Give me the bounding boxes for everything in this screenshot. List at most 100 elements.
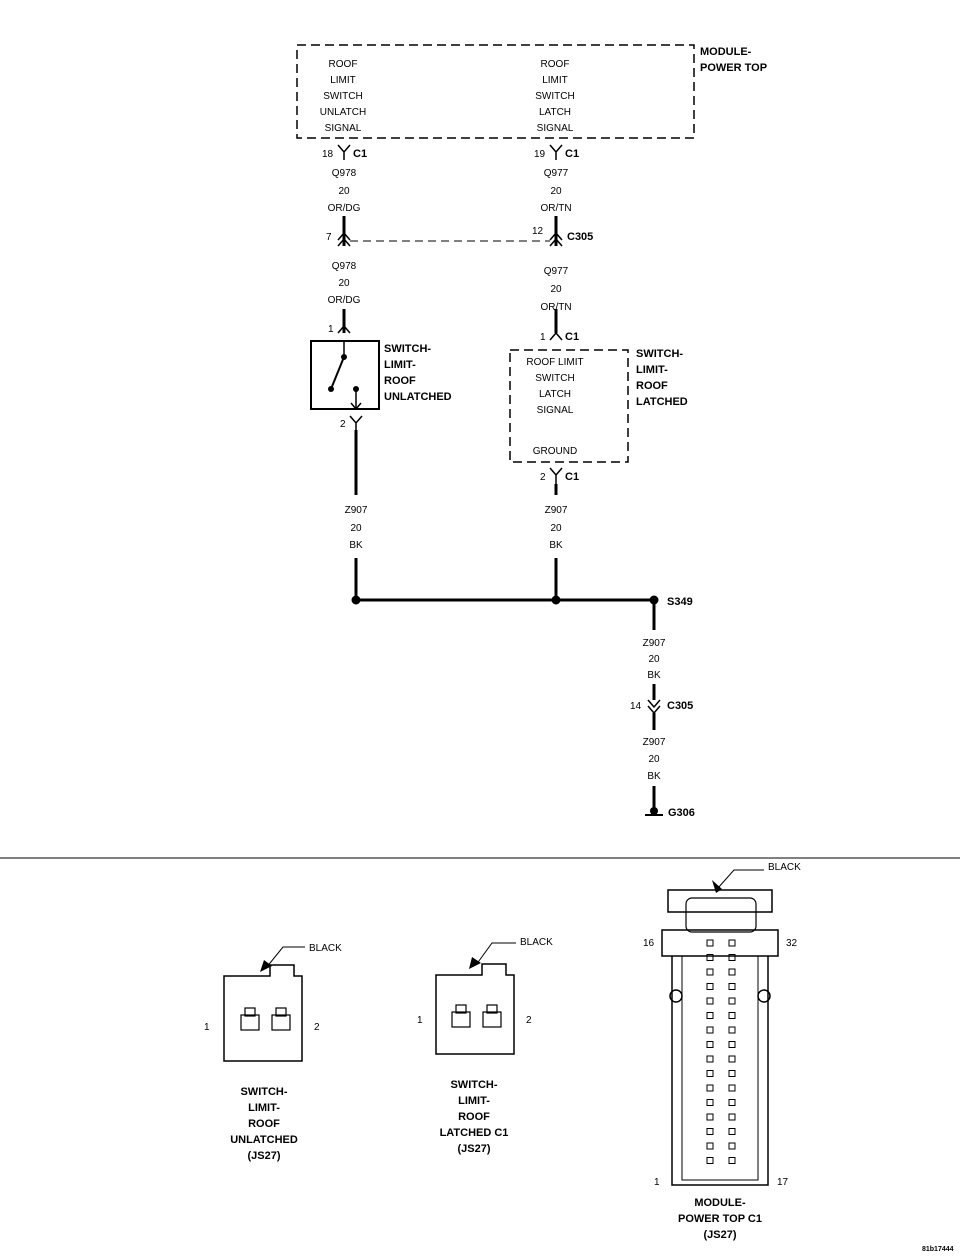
pin-cavity (728, 1128, 736, 1135)
right-signal-line-3: SWITCH (535, 91, 574, 102)
left-signal-line-1: ROOF (329, 59, 358, 70)
ground-g306: G306 (645, 786, 695, 819)
connector-male-symbol-icon (549, 144, 563, 160)
wire-color: BK (647, 670, 661, 681)
latched-signal-line-3: LATCH (539, 389, 571, 400)
module-color-label: BLACK (768, 862, 801, 873)
pin-cavity (706, 1026, 714, 1034)
pin-cavity (728, 968, 736, 976)
left-upper-wire-label: Q978 20 OR/DG (328, 168, 361, 214)
splice-name: S349 (667, 596, 693, 608)
latched-signal-line-1: ROOF LIMIT (526, 357, 583, 368)
pin-cavity (728, 954, 736, 961)
ground-name: G306 (668, 807, 695, 819)
connector-female-symbol-icon (647, 699, 661, 709)
switch-latched-top-pin: 1 (540, 332, 546, 343)
pin-cavity (706, 1157, 714, 1164)
switch-latched-bottom-pin: 2 (540, 472, 546, 483)
pin-cavity (728, 1099, 736, 1106)
right-signal-line-4: LATCH (539, 107, 571, 118)
pin-cavity (706, 1128, 714, 1135)
module-pin-32: 32 (786, 938, 798, 949)
module-pin-1: 1 (654, 1177, 660, 1188)
wire-gauge: 20 (338, 186, 350, 197)
connector-male-symbol-icon (549, 467, 563, 484)
pin-cavity (706, 954, 714, 961)
right-signal-line-1: ROOF (541, 59, 570, 70)
wire-color: OR/TN (540, 203, 571, 214)
wire-color: OR/TN (540, 302, 571, 313)
pin-cavity (706, 1055, 714, 1063)
figure-id: 81b17444 (922, 1246, 954, 1253)
ground-symbol-icon (650, 807, 658, 815)
switch-latched-bottom-connector: C1 (565, 471, 579, 483)
ground-bus: S349 (351, 558, 693, 630)
c305-right-pin-number: 12 (532, 226, 544, 237)
pin-cavity (728, 1055, 736, 1063)
wire-gauge: 20 (648, 654, 660, 665)
module-right-connector-name: C1 (565, 148, 579, 160)
unlatched-caption-3: ROOF (248, 1118, 280, 1130)
connector-male-symbol-icon (337, 144, 351, 160)
wire-gauge: 20 (338, 278, 350, 289)
pin-cavity (706, 997, 714, 1005)
module-pin-17: 17 (777, 1177, 789, 1188)
wire-code: Z907 (545, 505, 568, 516)
module-caption-2: POWER TOP C1 (678, 1213, 762, 1225)
switch-unlatched-name-2: LIMIT- (384, 359, 416, 371)
c305-bottom-pin-number: 14 (630, 701, 642, 712)
switch-unlatched-top-pin: 1 (328, 324, 334, 335)
switch-unlatched-bottom-pin: 2 (340, 419, 346, 430)
pin-cavity (728, 1026, 736, 1034)
latched-signal-line-4: SIGNAL (537, 405, 574, 416)
module-left-pin-number: 18 (322, 149, 334, 160)
unlatched-caption-1: SWITCH- (240, 1086, 287, 1098)
unlatched-color-label: BLACK (309, 943, 342, 954)
connector-view-latched: BLACK 1 2 SWITCH- LIMIT- ROOF LATCHED C1… (417, 937, 553, 1155)
switch-latched-name-4: LATCHED (636, 396, 688, 408)
module-c1-left-pin: 18 C1 (322, 144, 367, 160)
latched-caption-2: LIMIT- (458, 1095, 490, 1107)
connector-male-symbol-icon (349, 415, 363, 430)
left-signal-line-2: LIMIT (330, 75, 356, 86)
pin-cavity (706, 1099, 714, 1106)
pin-cavity (728, 1142, 736, 1150)
module-power-top: MODULE- POWER TOP ROOF LIMIT SWITCH UNLA… (296, 44, 767, 139)
wire-code: Q978 (332, 261, 357, 272)
latched-signal-line-2: SWITCH (535, 373, 574, 384)
connector-female-symbol-icon (337, 324, 351, 334)
right-mid-wire-label: Q977 20 OR/TN (540, 266, 571, 313)
switch-latched-name-3: ROOF (636, 380, 668, 392)
switch-latched-schematic: 1 C1 ROOF LIMIT SWITCH LATCH SIGNAL GROU… (509, 309, 688, 495)
left-mid-wire-label: Q978 20 OR/DG (328, 261, 361, 306)
pin-cavity (728, 939, 736, 947)
left-signal-line-3: SWITCH (323, 91, 362, 102)
pin-cavity (706, 1041, 714, 1048)
c305-bottom-name: C305 (667, 700, 693, 712)
wire-gauge: 20 (550, 284, 562, 295)
left-signal-line-5: SIGNAL (325, 123, 362, 134)
connector-female-symbol-icon (337, 237, 351, 247)
latched-caption-3: ROOF (458, 1111, 490, 1123)
pin-cavity (728, 1070, 736, 1077)
switch-latched-name-1: SWITCH- (636, 348, 683, 360)
wire-code: Z907 (345, 505, 368, 516)
pin-cavity (706, 1113, 714, 1121)
pin-cavity (706, 939, 714, 947)
module-pin-grid (706, 939, 736, 1164)
latched-caption-5: (JS27) (457, 1143, 490, 1155)
pin-cavity (728, 983, 736, 990)
wire-gauge: 20 (550, 523, 562, 534)
module-caption-3: (JS27) (703, 1229, 736, 1241)
module-caption-1: MODULE- (694, 1197, 746, 1209)
switch-unlatched-name-4: UNLATCHED (384, 391, 452, 403)
module-pin-16: 16 (643, 938, 655, 949)
pin-cavity (728, 1012, 736, 1019)
module-left-connector-name: C1 (353, 148, 367, 160)
c305-top-connector: 7 12 C305 (326, 216, 593, 247)
connector-female-symbol-icon (549, 331, 563, 341)
pin-cavity (728, 1084, 736, 1092)
connector-female-symbol-icon (337, 231, 351, 241)
pin-cavity (706, 1012, 714, 1019)
